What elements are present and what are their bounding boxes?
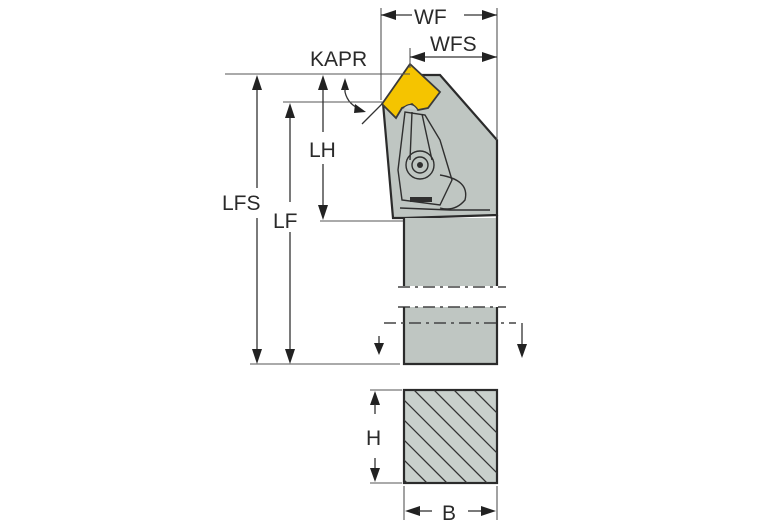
dimension-lh: LH: [283, 75, 403, 222]
label-lh: LH: [309, 139, 336, 162]
dimension-wfs: WFS: [409, 33, 497, 68]
label-b: B: [442, 502, 456, 523]
tool-holder-head: [380, 62, 499, 220]
clamp-mechanism: [397, 111, 490, 211]
dimension-kapr: KAPR: [225, 48, 410, 125]
dimension-b: B: [403, 486, 498, 523]
label-lfs: LFS: [222, 192, 261, 215]
cross-section: [402, 388, 499, 485]
label-kapr: KAPR: [310, 48, 367, 71]
dimension-lfs: LFS: [222, 75, 262, 364]
shank-lower: [404, 307, 497, 365]
section-arrows: [374, 323, 527, 358]
label-wfs: WFS: [430, 33, 477, 56]
cutting-insert: [380, 62, 442, 120]
label-h: H: [366, 427, 381, 450]
label-wf: WF: [414, 6, 447, 29]
shank-upper: [403, 218, 497, 286]
dimension-lf: LF: [273, 103, 298, 364]
dimension-wf: WF: [380, 6, 498, 140]
dimension-h: H: [366, 389, 402, 484]
label-lf: LF: [273, 210, 298, 233]
